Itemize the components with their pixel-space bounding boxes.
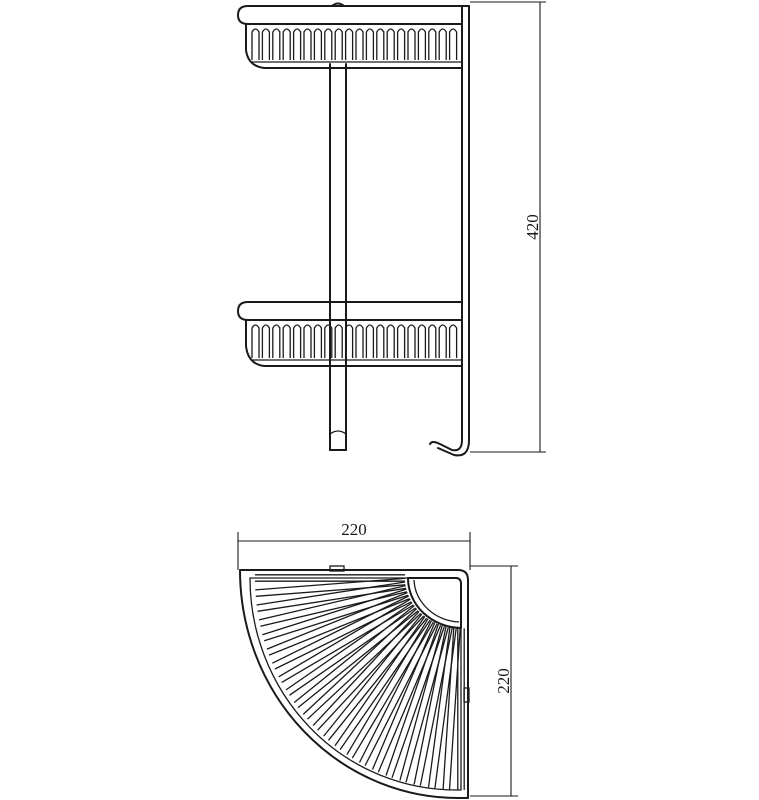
basket-wire bbox=[355, 28, 364, 60]
basket-wire bbox=[261, 324, 271, 358]
width-label: 220 bbox=[341, 520, 367, 539]
corner-basket bbox=[239, 565, 470, 799]
basket-wire bbox=[255, 577, 406, 597]
depth-dimension: 220 bbox=[470, 565, 518, 797]
basket-wire bbox=[428, 28, 437, 60]
basket-wire bbox=[261, 28, 271, 60]
basket-wire bbox=[293, 605, 419, 709]
basket-wire bbox=[324, 324, 333, 358]
basket-wire bbox=[438, 324, 447, 358]
support-rod bbox=[329, 2, 347, 451]
basket-wire bbox=[448, 28, 458, 60]
basket-wire bbox=[303, 324, 312, 358]
basket-wire bbox=[417, 324, 427, 358]
basket-wire bbox=[292, 324, 302, 358]
basket-wire bbox=[344, 28, 354, 60]
basket-wire bbox=[285, 602, 416, 696]
basket-wire bbox=[258, 584, 408, 627]
basket-wire bbox=[457, 628, 465, 790]
basket-wire bbox=[251, 28, 260, 60]
basket-wire bbox=[365, 324, 375, 358]
basket-wire bbox=[407, 28, 416, 60]
basket-wire bbox=[303, 28, 312, 60]
basket-wire bbox=[256, 581, 407, 612]
basket-wire bbox=[346, 618, 434, 759]
basket-wire bbox=[358, 620, 438, 766]
basket-wire bbox=[255, 574, 405, 582]
basket-wire bbox=[334, 616, 431, 750]
wall-bracket bbox=[429, 5, 470, 457]
basket-wire bbox=[312, 610, 425, 731]
depth-label: 220 bbox=[494, 668, 513, 694]
basket-wire bbox=[282, 324, 291, 358]
basket-wire bbox=[407, 324, 416, 358]
basket-wire bbox=[266, 591, 410, 656]
basket-wire bbox=[251, 324, 260, 358]
height-label: 420 bbox=[523, 214, 542, 240]
basket-wire bbox=[334, 324, 343, 358]
basket-wire bbox=[428, 324, 437, 358]
upper-shelf bbox=[237, 5, 463, 69]
basket-wire bbox=[417, 28, 427, 60]
basket-wire bbox=[355, 324, 364, 358]
top-view: 220 220 bbox=[237, 520, 518, 799]
basket-wire bbox=[344, 324, 354, 358]
basket-wire bbox=[313, 28, 323, 60]
basket-wire bbox=[448, 324, 458, 358]
basket-wire bbox=[292, 28, 302, 60]
basket-wire bbox=[365, 28, 375, 60]
basket-wire bbox=[386, 28, 395, 60]
basket-wire bbox=[396, 28, 406, 60]
basket-wire bbox=[324, 28, 333, 60]
basket-wire bbox=[371, 622, 442, 773]
basket-wire bbox=[302, 608, 422, 720]
basket-wire bbox=[376, 324, 385, 358]
basket-wire bbox=[262, 588, 409, 642]
basket-wire bbox=[323, 613, 428, 741]
basket-wire bbox=[376, 28, 385, 60]
basket-wire bbox=[272, 595, 412, 670]
basket-wire bbox=[272, 28, 281, 60]
basket-wire bbox=[313, 324, 323, 358]
width-dimension: 220 bbox=[237, 520, 471, 570]
basket-wire bbox=[278, 598, 414, 683]
basket-wire bbox=[272, 324, 281, 358]
basket-wire bbox=[282, 28, 291, 60]
basket-wire bbox=[334, 28, 343, 60]
basket-wire bbox=[438, 28, 447, 60]
basket-wire bbox=[396, 324, 406, 358]
basket-wire bbox=[386, 324, 395, 358]
height-dimension: 420 bbox=[470, 1, 546, 453]
side-view: 420 bbox=[237, 1, 546, 457]
lower-shelf bbox=[237, 301, 463, 367]
